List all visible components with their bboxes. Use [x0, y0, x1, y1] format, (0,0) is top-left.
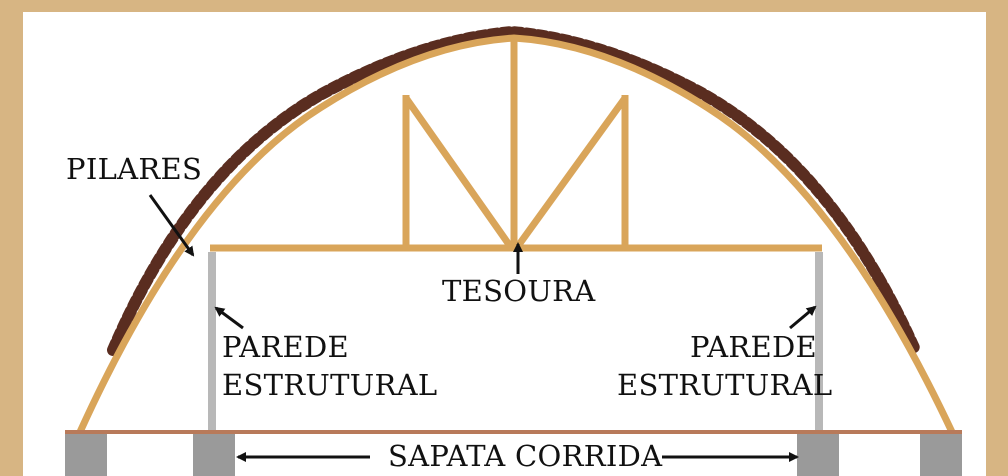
pilares-arrow — [148, 194, 195, 257]
label-parede-right-2: ESTRUTURAL — [617, 368, 833, 402]
label-parede-left-2: ESTRUTURAL — [222, 368, 438, 402]
label-sapata: SAPATA CORRIDA — [388, 439, 663, 473]
footing-1 — [65, 434, 107, 476]
label-pilares: PILARES — [66, 152, 203, 186]
footing-3 — [797, 434, 839, 476]
footing-4 — [920, 434, 962, 476]
wall-left — [208, 252, 216, 432]
label-parede-left-1: PAREDE — [222, 330, 350, 364]
truss-diagonal-right — [515, 95, 628, 249]
parede-left-arrow — [214, 306, 244, 330]
footing-2 — [193, 434, 235, 476]
parede-right-arrow — [789, 305, 817, 330]
wall-right — [815, 252, 823, 432]
label-parede-right-1: PAREDE — [690, 330, 818, 364]
label-tesoura: TESOURA — [442, 274, 596, 308]
roof-tiles — [107, 25, 921, 356]
truss-diagonal-left — [403, 95, 513, 249]
arch-rafter — [76, 34, 956, 434]
